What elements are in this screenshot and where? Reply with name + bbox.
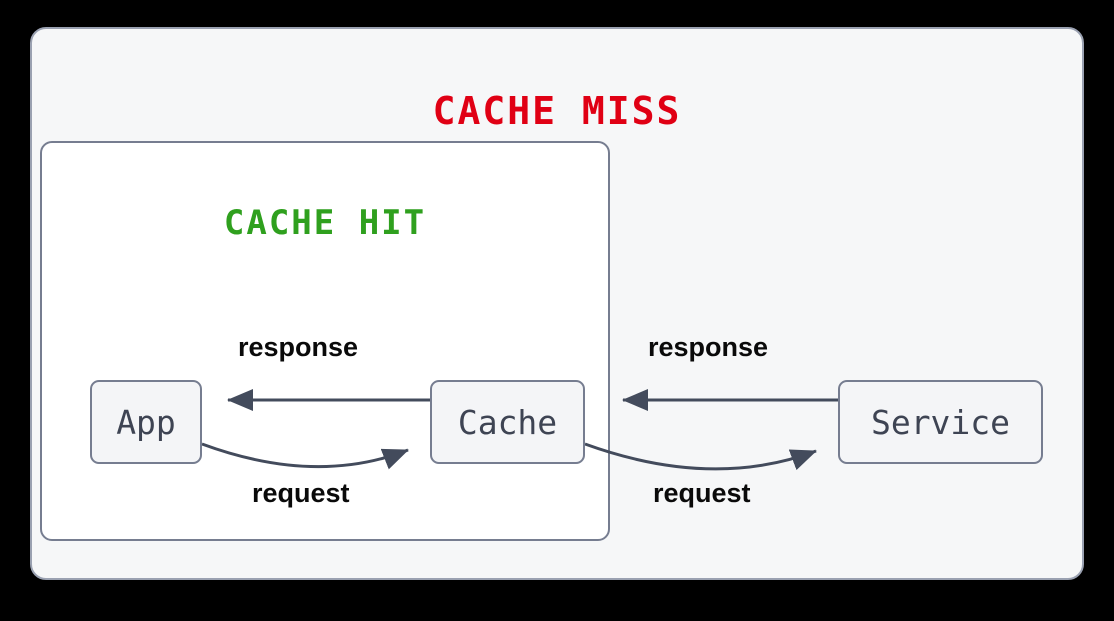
node-app[interactable]: App: [90, 380, 202, 464]
edge-label-cache-to-service: request: [653, 478, 751, 508]
node-cache-label: Cache: [457, 402, 558, 442]
edge-label-app-to-cache: request: [252, 478, 350, 508]
node-app-label: App: [116, 402, 176, 442]
node-service-label: Service: [870, 402, 1011, 442]
cache-miss-title: CACHE MISS: [432, 89, 682, 133]
node-service[interactable]: Service: [838, 380, 1043, 464]
cache-hit-title: CACHE HIT: [223, 203, 427, 243]
node-cache[interactable]: Cache: [430, 380, 585, 464]
edge-label-cache-to-app: response: [238, 332, 359, 362]
edge-label-service-to-cache: response: [648, 332, 769, 362]
cache-hit-group: CACHE HIT: [40, 141, 610, 541]
